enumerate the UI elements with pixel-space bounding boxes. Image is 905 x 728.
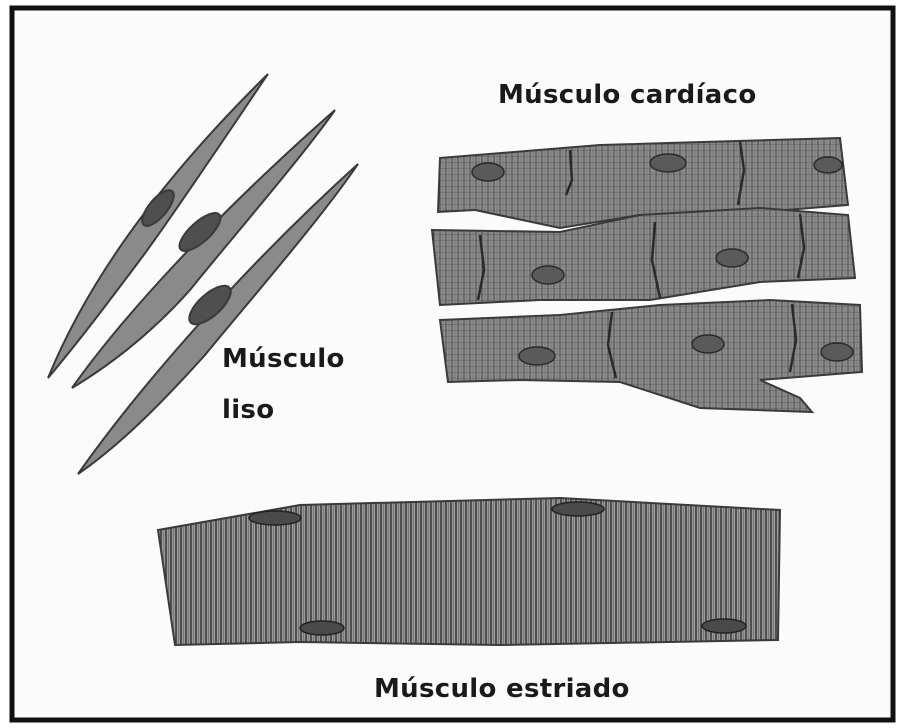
cardiac-muscle-fibers <box>432 138 862 412</box>
label-cardiac-muscle: Músculo cardíaco <box>498 80 757 111</box>
label-smooth-muscle-line2: liso <box>222 395 274 426</box>
skeletal-muscle-fiber <box>158 498 780 645</box>
label-smooth-muscle-line1: Músculo <box>222 344 345 375</box>
label-skeletal-muscle: Músculo estriado <box>374 674 630 705</box>
